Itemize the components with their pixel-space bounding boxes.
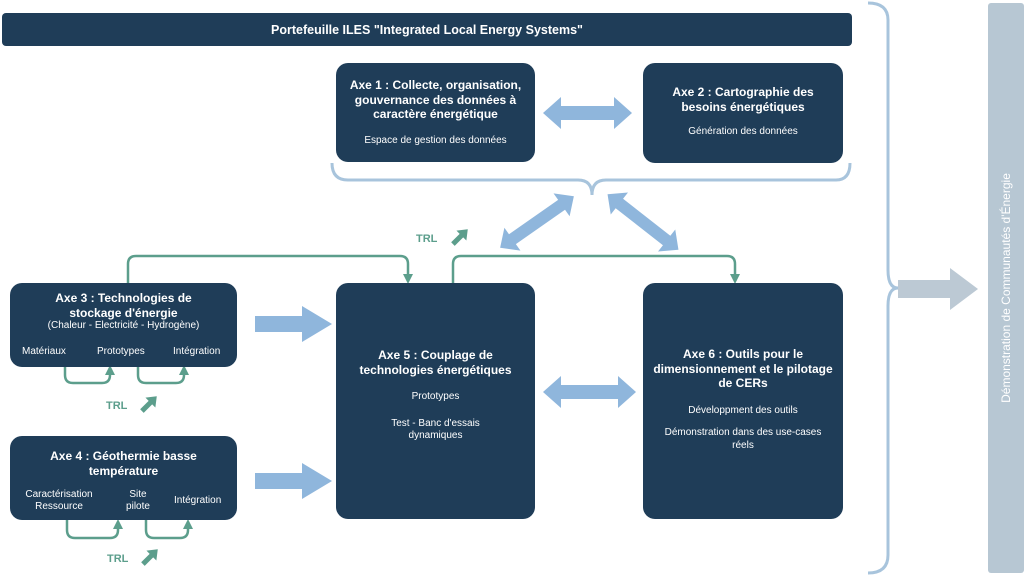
double-arrow-1-2	[543, 97, 632, 129]
axe3-title: Axe 3 : Technologies de stockage d'énerg…	[55, 291, 192, 320]
top-bracket	[330, 162, 852, 196]
axe3-step-3: Intégration	[173, 346, 221, 357]
portfolio-banner: Portefeuille ILES "Integrated Local Ener…	[2, 13, 852, 46]
axe2-sub: Génération des données	[688, 126, 798, 137]
double-arrow-bracket-axe5	[500, 193, 574, 251]
green-loop-axe4-a	[65, 519, 123, 540]
side-label: Démonstration de Communautés d'Énergie	[999, 173, 1013, 403]
axe4-step-3: Intégration	[174, 495, 222, 506]
axe6-sub1: Développment des outils	[688, 404, 798, 416]
green-loop-axe3-b	[136, 365, 189, 385]
axe3-subtitle: (Chaleur - Electricité - Hydrogène)	[47, 320, 200, 331]
axe3-box: Axe 3 : Technologies de stockage d'énerg…	[10, 283, 237, 367]
trl-label-axe4: TRL	[107, 553, 129, 565]
axe5-title: Axe 5 : Couplage de technologies énergét…	[359, 348, 512, 377]
axe2-box: Axe 2 : Cartographie des besoins énergét…	[643, 63, 843, 163]
axe1-title: Axe 1 : Collecte, organisation, gouverna…	[349, 78, 522, 121]
axe4-step-2: Site pilote	[126, 489, 150, 512]
axe2-title: Axe 2 : Cartographie des besoins énergét…	[672, 85, 814, 114]
green-connector-axe5-axe6	[451, 254, 740, 284]
trl-arrow-axe3	[140, 396, 157, 413]
trl-arrow-axe4	[141, 549, 158, 566]
green-connector-axe3-axe5	[126, 254, 413, 284]
axe5-sub1: Prototypes	[411, 391, 460, 402]
axe4-box: Axe 4 : Géothermie basse température Car…	[10, 436, 237, 520]
green-loop-axe3-a	[63, 365, 115, 385]
trl-label-top: TRL	[416, 233, 438, 245]
arrow-axe3-axe5	[255, 306, 332, 342]
axe1-box: Axe 1 : Collecte, organisation, gouverna…	[336, 63, 535, 162]
right-bracket	[867, 1, 899, 575]
big-arrow-right	[898, 268, 978, 310]
green-loop-axe4-b	[144, 519, 193, 540]
axe6-box: Axe 6 : Outils pour le dimensionnement e…	[643, 283, 843, 519]
axe4-step-1: Caractérisation Ressource	[25, 489, 93, 512]
double-arrow-5-6	[543, 376, 636, 408]
trl-arrow-top	[451, 229, 468, 246]
axe6-title: Axe 6 : Outils pour le dimensionnement e…	[653, 347, 833, 390]
axe3-step-1: Matériaux	[22, 346, 66, 357]
axe5-sub2: Test - Banc d'essais dynamiques	[391, 417, 480, 442]
axe5-box: Axe 5 : Couplage de technologies énergét…	[336, 283, 535, 519]
axe3-step-2: Prototypes	[97, 346, 145, 357]
axe1-sub: Espace de gestion des données	[364, 134, 507, 146]
trl-label-axe3: TRL	[106, 400, 128, 412]
side-bar: Démonstration de Communautés d'Énergie	[988, 3, 1024, 573]
arrow-axe4-axe5	[255, 463, 332, 499]
axe6-sub2: Démonstration dans des use-cases réels	[664, 427, 822, 451]
axe4-title: Axe 4 : Géothermie basse température	[50, 449, 197, 478]
double-arrow-bracket-axe6	[607, 192, 679, 252]
